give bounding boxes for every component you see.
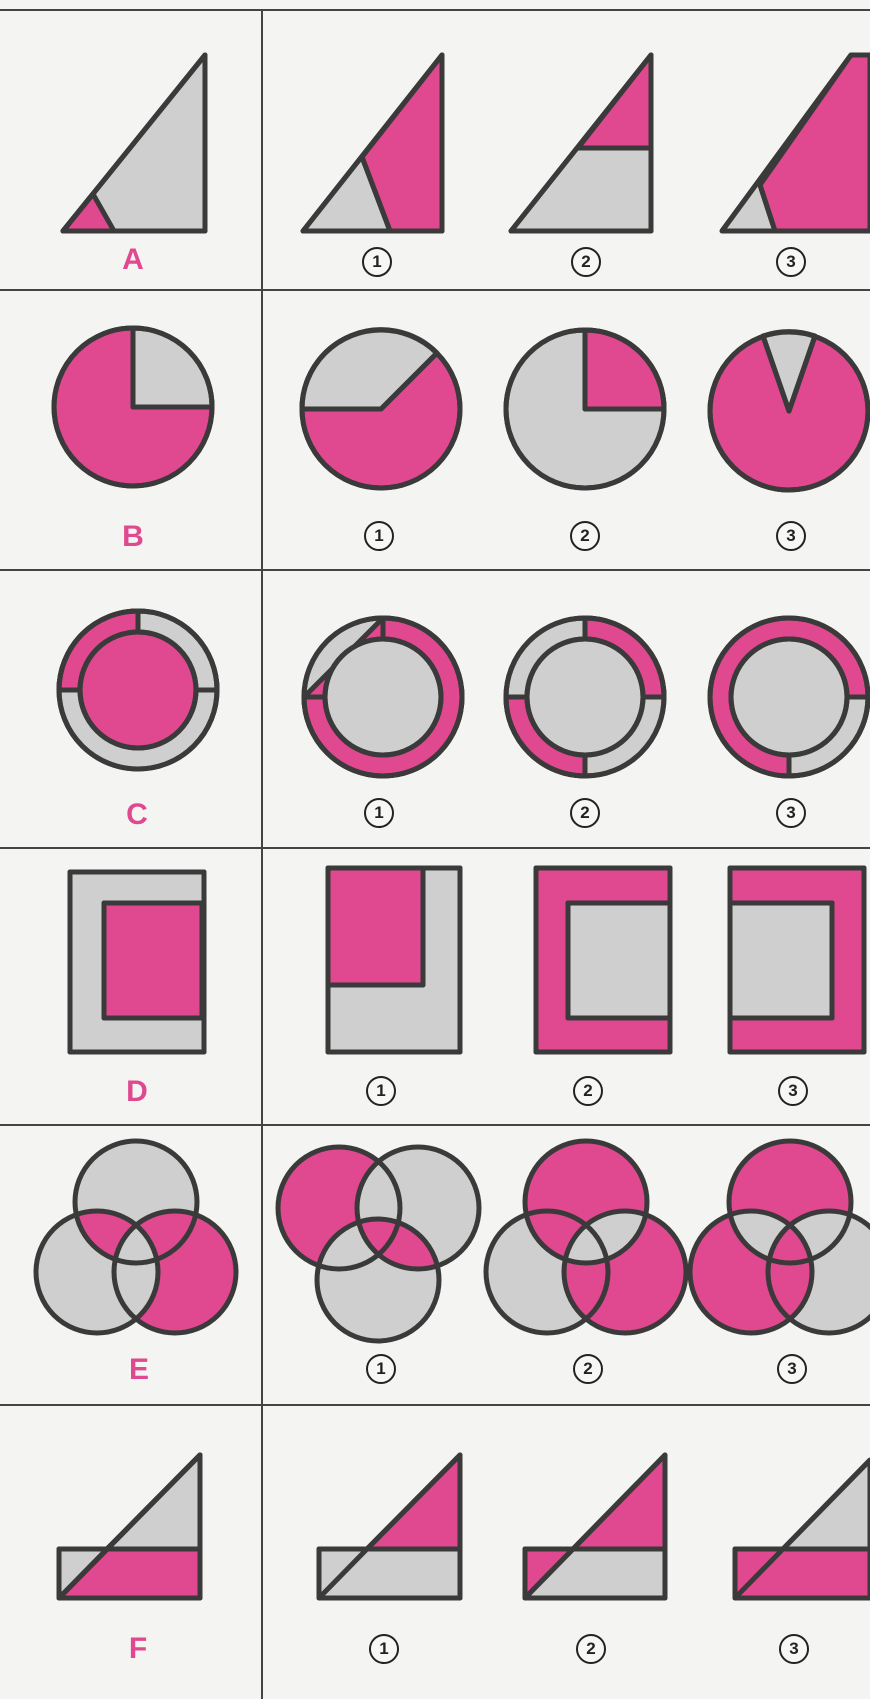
figure-f-option-2[interactable]: [525, 1455, 665, 1598]
option-number-a-1[interactable]: 1: [362, 247, 392, 277]
option-number-c-3[interactable]: 3: [776, 798, 806, 828]
option-number-c-1[interactable]: 1: [364, 798, 394, 828]
option-number-a-2[interactable]: 2: [571, 247, 601, 277]
figure-a-option-3[interactable]: [722, 55, 870, 231]
figure-b-option-2[interactable]: [506, 330, 664, 488]
option-number-b-3[interactable]: 3: [776, 521, 806, 551]
option-number-f-2[interactable]: 2: [576, 1634, 606, 1664]
row-label-a: A: [103, 243, 163, 277]
figure-d-sample: [70, 872, 204, 1052]
figure-d-option-2[interactable]: [536, 868, 670, 1052]
figure-d-option-3[interactable]: [730, 868, 864, 1052]
option-number-e-3[interactable]: 3: [777, 1354, 807, 1384]
option-number-a-3[interactable]: 3: [776, 247, 806, 277]
figure-c-option-1[interactable]: [304, 618, 462, 776]
figure-a-option-2[interactable]: [511, 55, 651, 231]
figure-b-sample: [54, 328, 212, 486]
figure-e-sample: [36, 1141, 236, 1333]
figure-c-option-3[interactable]: [710, 618, 868, 776]
option-number-e-1[interactable]: 1: [366, 1354, 396, 1384]
figure-c-sample: [59, 611, 217, 769]
option-number-b-2[interactable]: 2: [570, 521, 600, 551]
figure-e-option-3[interactable]: [690, 1141, 870, 1333]
figure-a-sample: [63, 55, 205, 231]
row-label-c: C: [107, 798, 167, 832]
row-label-b: B: [103, 520, 163, 554]
option-number-f-3[interactable]: 3: [779, 1634, 809, 1664]
figure-e-option-2[interactable]: [486, 1141, 686, 1333]
option-number-d-1[interactable]: 1: [366, 1076, 396, 1106]
option-number-b-1[interactable]: 1: [364, 521, 394, 551]
option-number-e-2[interactable]: 2: [573, 1354, 603, 1384]
figure-f-option-3[interactable]: [735, 1460, 870, 1598]
row-label-f: F: [108, 1632, 168, 1666]
figure-e-option-1[interactable]: [278, 1147, 479, 1341]
figure-c-option-2[interactable]: [506, 618, 664, 776]
option-number-f-1[interactable]: 1: [369, 1634, 399, 1664]
figure-b-option-3[interactable]: [710, 332, 868, 490]
figure-f-option-1[interactable]: [319, 1455, 460, 1598]
row-label-d: D: [107, 1075, 167, 1109]
figure-a-option-1[interactable]: [303, 55, 442, 231]
figure-b-option-1[interactable]: [302, 330, 460, 488]
figure-f-sample: [59, 1455, 200, 1598]
option-number-d-2[interactable]: 2: [573, 1076, 603, 1106]
figure-d-option-1[interactable]: [328, 868, 460, 1052]
row-label-e: E: [109, 1353, 169, 1387]
option-number-c-2[interactable]: 2: [570, 798, 600, 828]
option-number-d-3[interactable]: 3: [778, 1076, 808, 1106]
